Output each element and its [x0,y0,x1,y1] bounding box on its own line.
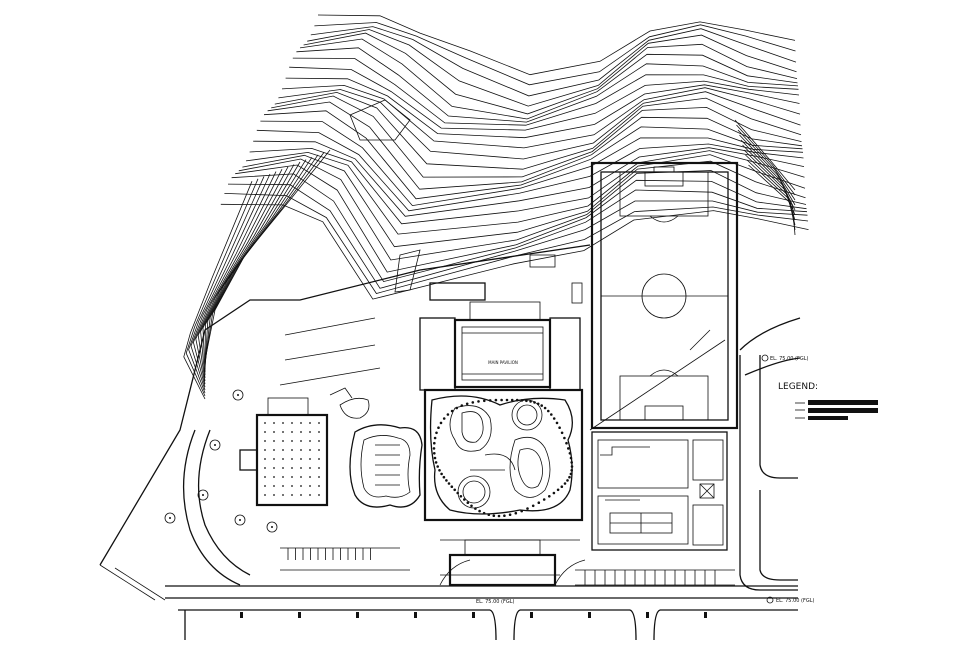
level-label-left: EL. 75.00 (FGL) [476,599,515,605]
pool-edge-planting [432,398,574,518]
site-boundary [99,244,591,601]
column-grid [264,422,320,496]
legend-title: LEGEND: [778,382,818,392]
soccer-field [590,161,739,430]
entrance-plaza [439,539,586,587]
trees [164,389,707,618]
contour-lines [183,14,809,400]
level-label-east: EL. 75.00 (FGL) [770,356,809,362]
parking [279,317,735,586]
roads [165,317,801,641]
west-building [239,397,329,507]
lazy-river [329,387,423,508]
main-pavilion-label: MAIN PAVILION [488,360,518,365]
main-pavilion: MAIN PAVILION [419,301,581,391]
water-park [423,388,584,522]
leaders [589,329,726,501]
legend: LEGEND: [778,382,878,420]
service-building [394,249,583,304]
sports-courts [591,431,728,551]
level-markers: EL. 75.00 (FGL) EL. 75.00 (FGL) EL. 75.0… [476,354,815,605]
level-label-right: EL. 75.00 (FGL) [776,598,815,604]
